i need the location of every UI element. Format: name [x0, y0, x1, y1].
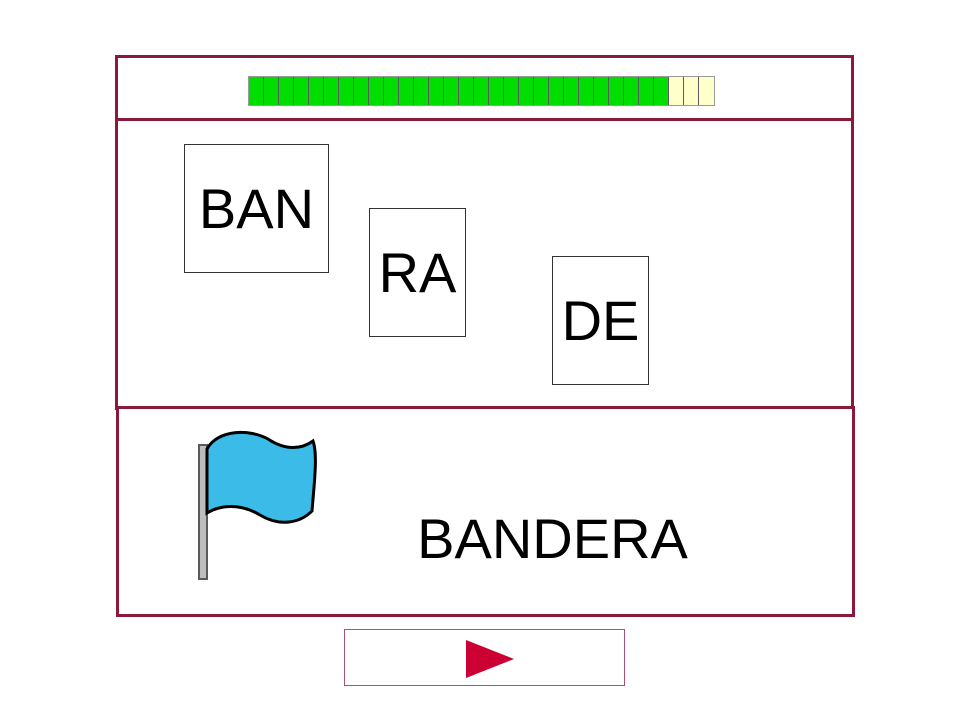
progress-segment-complete	[549, 77, 564, 105]
progress-segment-complete	[279, 77, 294, 105]
progress-segment-complete	[474, 77, 489, 105]
progress-segment-complete	[369, 77, 384, 105]
progress-segment-complete	[264, 77, 279, 105]
progress-segment-complete	[399, 77, 414, 105]
progress-segment-complete	[354, 77, 369, 105]
progress-segment-complete	[594, 77, 609, 105]
progress-segment-complete	[519, 77, 534, 105]
progress-segment-complete	[444, 77, 459, 105]
progress-segment-complete	[639, 77, 654, 105]
progress-segment-complete	[294, 77, 309, 105]
progress-segment-complete	[564, 77, 579, 105]
next-button[interactable]	[344, 629, 625, 686]
progress-segment-complete	[654, 77, 669, 105]
progress-segment-remaining	[669, 77, 684, 105]
target-word: BANDERA	[417, 507, 688, 570]
progress-segment-complete	[504, 77, 519, 105]
play-icon	[466, 640, 514, 678]
progress-segment-complete	[429, 77, 444, 105]
flag-icon	[198, 430, 317, 580]
progress-segment-complete	[309, 77, 324, 105]
progress-segment-complete	[624, 77, 639, 105]
progress-segment-complete	[459, 77, 474, 105]
progress-segment-complete	[324, 77, 339, 105]
progress-segment-complete	[534, 77, 549, 105]
progress-bar	[248, 76, 715, 106]
progress-segment-remaining	[684, 77, 699, 105]
progress-segment-complete	[249, 77, 264, 105]
progress-segment-complete	[414, 77, 429, 105]
progress-segment-complete	[489, 77, 504, 105]
syllable-tile-ra[interactable]: RA	[369, 208, 466, 337]
progress-segment-complete	[384, 77, 399, 105]
syllable-tile-ban[interactable]: BAN	[184, 144, 329, 273]
progress-segment-complete	[579, 77, 594, 105]
progress-segment-complete	[609, 77, 624, 105]
progress-segment-complete	[339, 77, 354, 105]
progress-segment-remaining	[699, 77, 714, 105]
syllable-tile-de[interactable]: DE	[552, 256, 649, 385]
